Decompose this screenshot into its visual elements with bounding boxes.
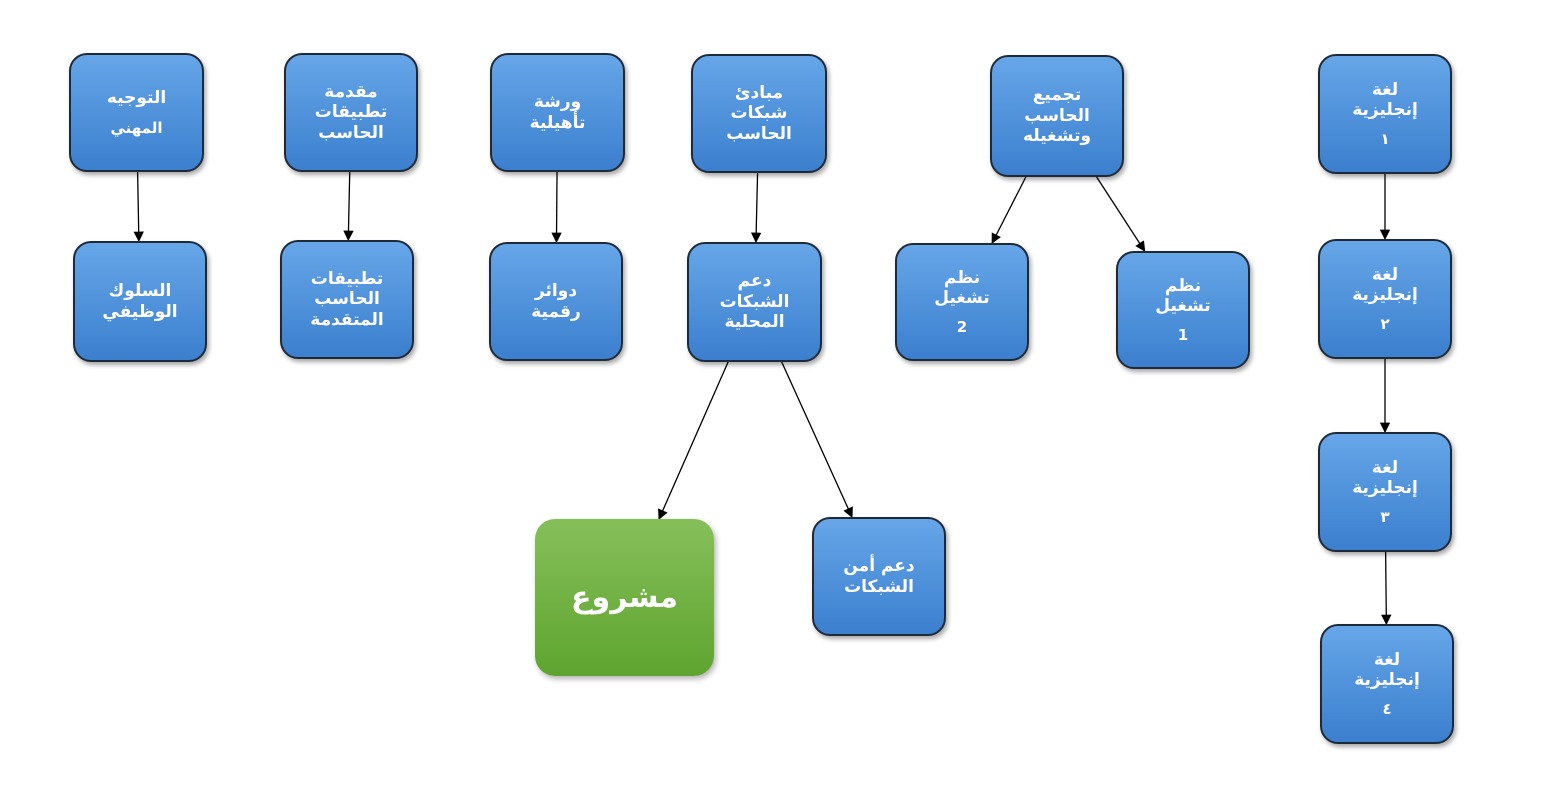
node-label-line: دوائر (534, 281, 578, 302)
arrow-english3-to-english4 (1381, 551, 1392, 626)
node-label-line: لغة (1373, 649, 1401, 670)
node-label-line: الشبكات (719, 291, 790, 312)
node-label-line: الحاسب (726, 123, 792, 144)
node-label-level: ٤ (1382, 700, 1392, 719)
node-label-level: 2 (956, 318, 968, 337)
course-career-guidance[interactable]: التوجيه المهني (69, 53, 204, 172)
node-label-line: الحاسب (318, 122, 384, 143)
arrow-guidance-to-conduct (133, 171, 144, 243)
node-label-line: تأهيلية (529, 112, 586, 133)
arrow-net_basics-to-lan_support (750, 172, 762, 244)
node-label-level: ٣ (1380, 508, 1390, 527)
arrow-intro_apps-to-adv_apps (343, 171, 354, 242)
arrow-workshop-to-digital (551, 171, 562, 244)
arrow-assembly-to-os1 (1096, 176, 1146, 252)
node-label-line: وتشغيله (1022, 126, 1092, 147)
node-label-line: نظم (943, 267, 981, 288)
node-label-line: شبكات (730, 103, 788, 124)
node-label-line: نظم (1164, 275, 1202, 296)
node-label-level: ١ (1380, 130, 1390, 149)
node-label-level: المهني (110, 118, 163, 137)
node-label-line: إنجليزية (1354, 670, 1420, 690)
node-label-line: لغة (1371, 457, 1399, 478)
node-label-line: تطبيقات (310, 268, 384, 289)
node-label-line: الشبكات (844, 576, 914, 597)
node-label-line: الحاسب (1024, 105, 1090, 126)
node-label-line: المتقدمة (310, 309, 384, 330)
node-label-line: إنجليزية (1352, 100, 1418, 120)
node-label-line: تطبيقات (314, 102, 388, 123)
node-label-line: إنجليزية (1352, 478, 1418, 498)
node-label-line: تشغيل (1155, 296, 1211, 316)
node-label-line: مبادئ (734, 82, 784, 103)
node-label-line: السلوك (108, 281, 172, 302)
node-label-line: تشغيل (934, 288, 990, 308)
course-project[interactable]: مشروع (535, 519, 714, 676)
arrow-assembly-to-os2 (991, 176, 1027, 244)
node-label-line: تجميع (1032, 85, 1082, 106)
node-label-line: دعم (737, 271, 772, 292)
node-label-line: لغة (1371, 79, 1399, 100)
node-label-line: إنجليزية (1352, 285, 1418, 305)
arrow-lan_support-to-project (658, 361, 729, 520)
arrow-lan_support-to-net_security (781, 361, 853, 518)
node-label-line: التوجيه (106, 88, 167, 109)
node-label-line: ورشة (533, 92, 582, 113)
node-label-line: مقدمة (324, 81, 378, 102)
node-label-level: ٢ (1380, 315, 1390, 334)
node-label-line: الوظيفي (102, 301, 178, 322)
node-label-line: رقمية (531, 301, 581, 322)
node-label-line: مشروع (571, 579, 678, 615)
node-label-line: دعم أمن (843, 556, 915, 577)
node-label-level: 1 (1177, 326, 1189, 345)
node-label-line: الحاسب (314, 289, 380, 310)
node-label: التوجيه المهني (107, 88, 166, 136)
node-label-line: المحلية (724, 312, 785, 333)
node-label-line: لغة (1371, 264, 1399, 285)
node-label: مشروع (571, 580, 678, 616)
